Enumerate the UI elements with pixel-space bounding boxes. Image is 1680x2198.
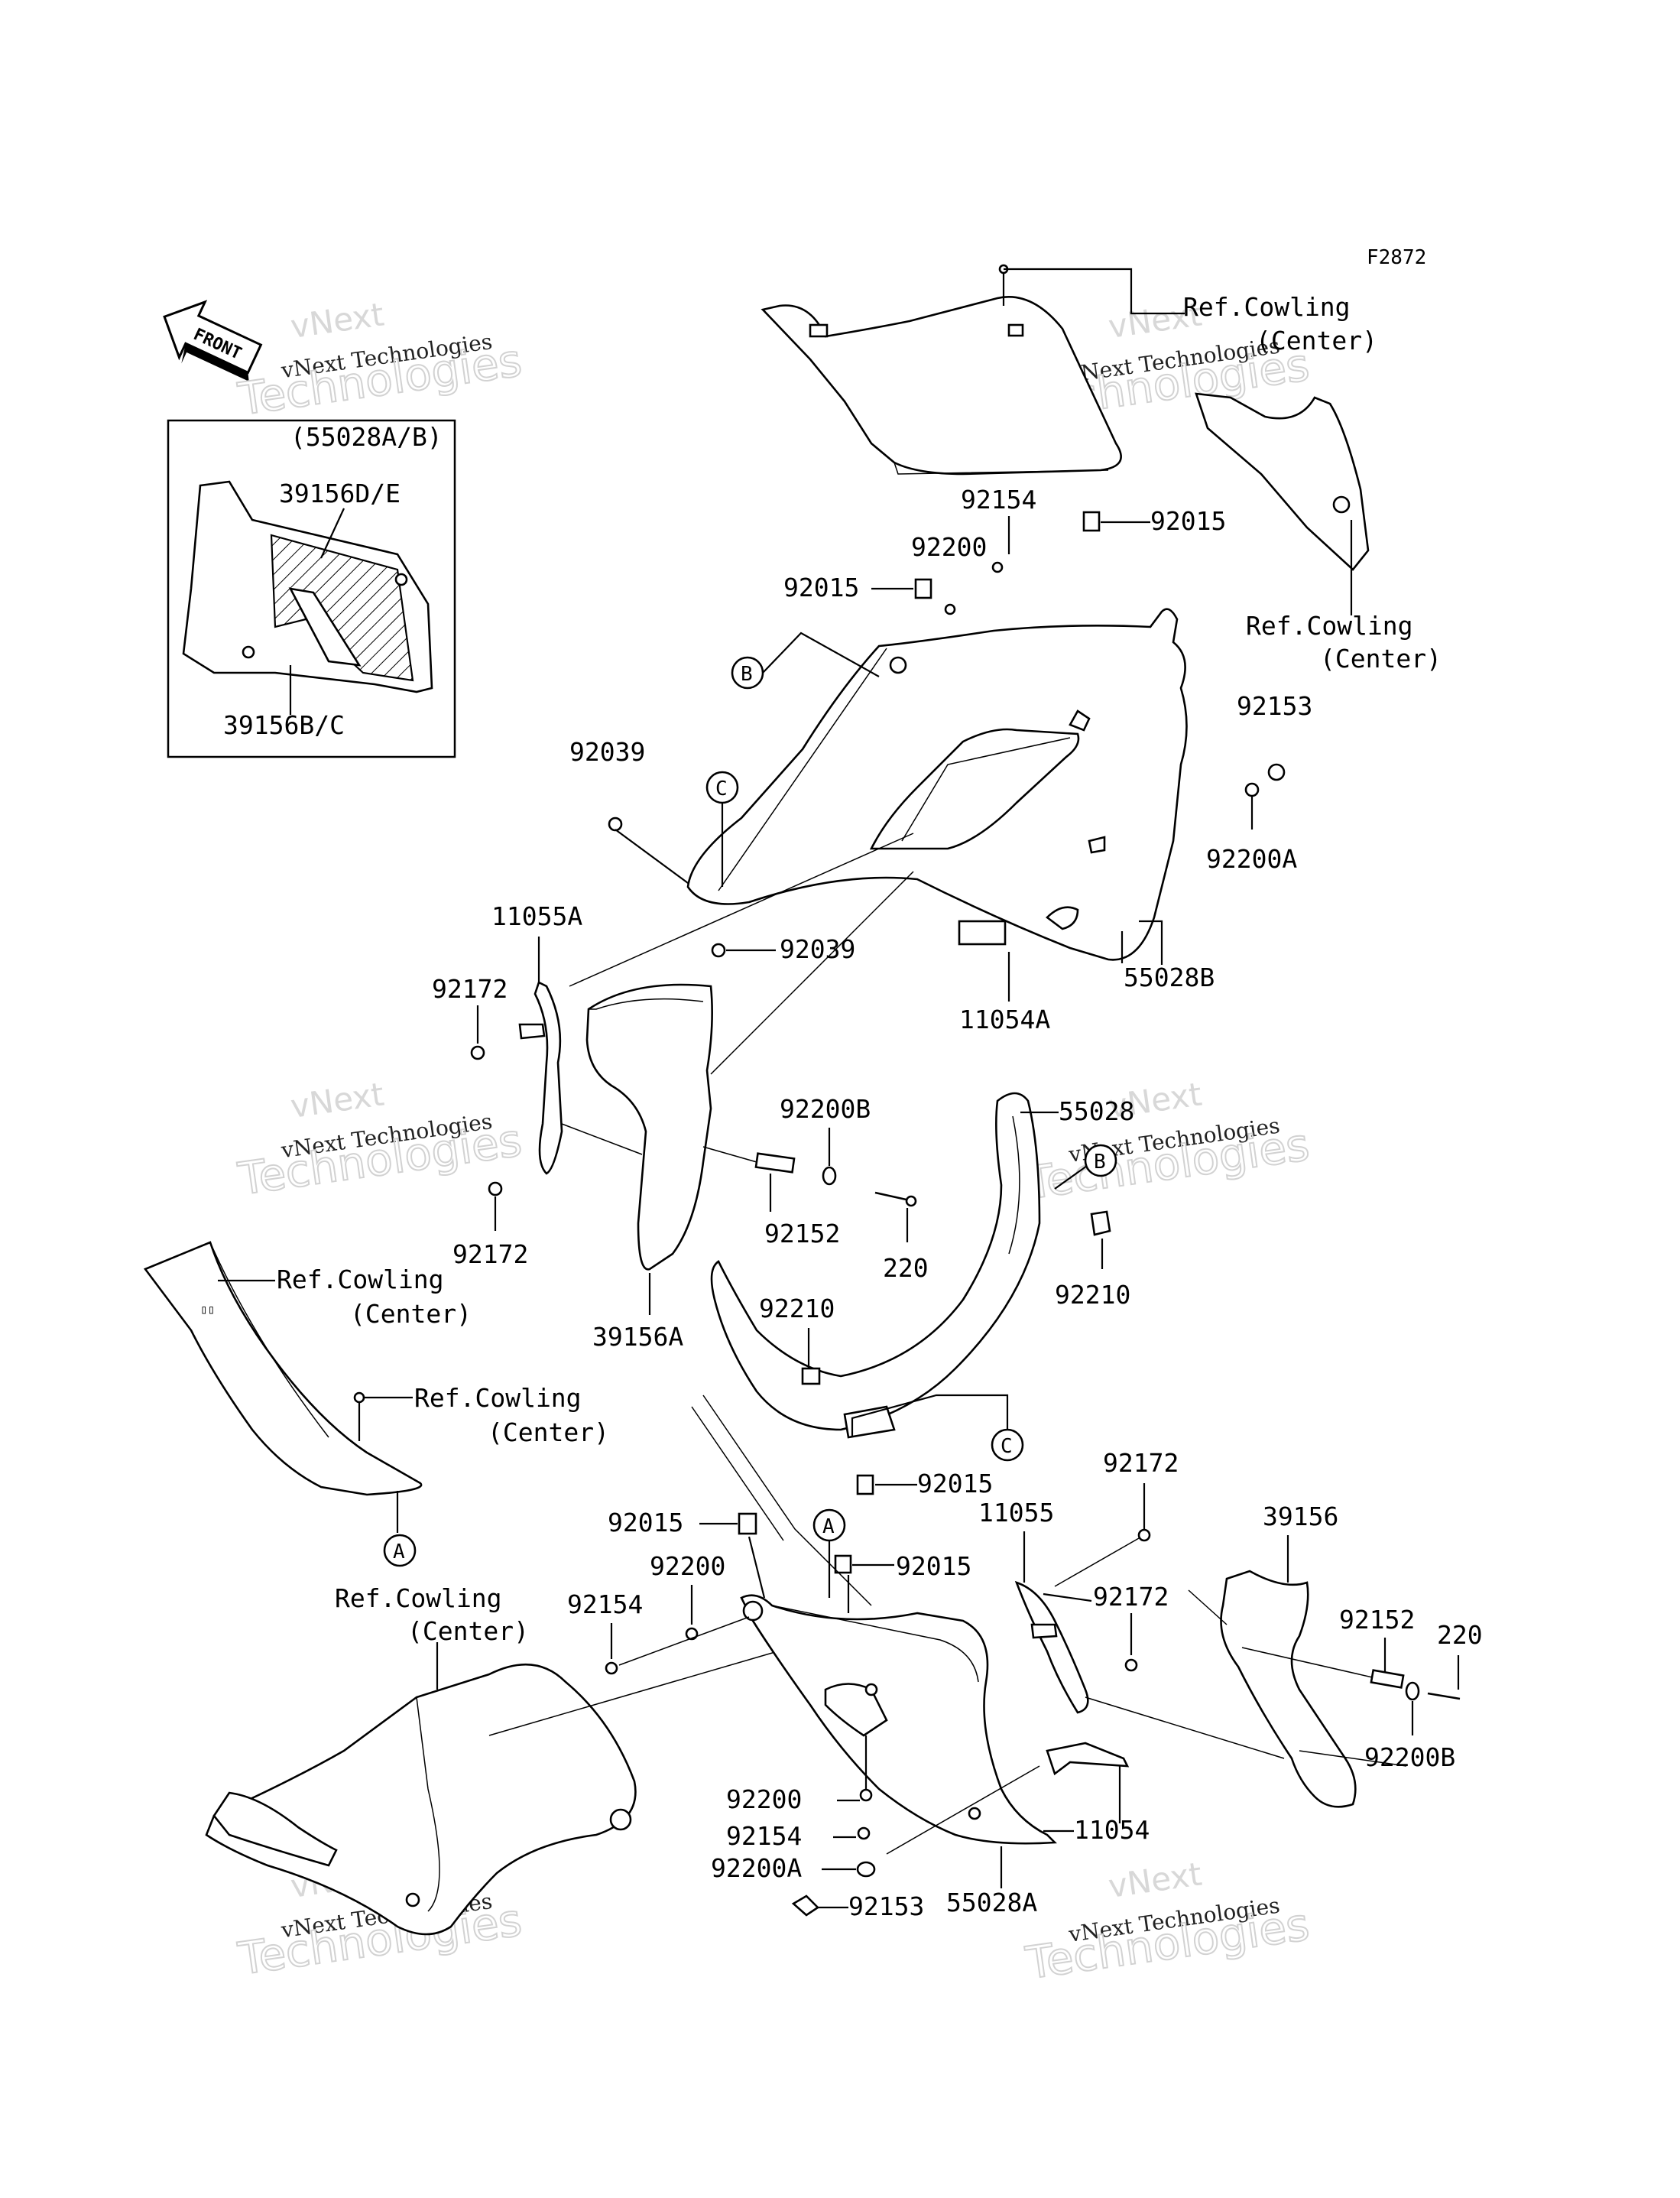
label-92039-a: 92039	[569, 737, 645, 767]
bracket-11054	[1046, 1742, 1130, 1776]
bracket-11055A	[534, 981, 563, 1175]
label-220-b: 220	[1437, 1620, 1483, 1650]
label-220-a: 220	[883, 1253, 929, 1283]
ref-cowling-label-5: Ref.Cowling	[335, 1583, 502, 1613]
ref-cowling-center-left: ▯▯	[143, 1241, 423, 1496]
fairing-55028A	[740, 1594, 1057, 1845]
watermark-bottom-right: vNext vNext Technologies Technologies	[1022, 1855, 1313, 1990]
ref-cowling-center-label-3: (Center)	[350, 1299, 472, 1329]
label-92172-d: 92172	[1093, 1582, 1169, 1612]
label-92172-b: 92172	[452, 1239, 528, 1269]
label-92172-c: 92172	[1103, 1448, 1179, 1478]
label-92152-a: 92152	[764, 1219, 840, 1248]
svg-text:A: A	[822, 1515, 835, 1538]
label-39156A: 39156A	[592, 1322, 683, 1352]
ref-cowling-center-right	[1195, 392, 1370, 615]
label-11054: 11054	[1074, 1815, 1150, 1845]
inner-panel-55028	[710, 1092, 1041, 1439]
svg-text:C: C	[715, 778, 728, 800]
label-92200A-b: 92200A	[711, 1853, 802, 1883]
ref-cowling-label-1: Ref.Cowling	[1183, 292, 1351, 322]
label-92154-b: 92154	[567, 1589, 643, 1619]
ref-cowling-center-bottom	[205, 1663, 637, 1936]
clip-92015-top	[1082, 511, 1101, 532]
duct-39156	[1220, 1570, 1357, 1808]
ref-cowling-center-label-4: (Center)	[488, 1417, 609, 1447]
callout-A-left	[383, 1534, 417, 1567]
inset-label-top: 39156D/E	[279, 479, 401, 508]
watermark-mid-right: vNext vNext Technologies Technologies	[1022, 1075, 1313, 1210]
label-55028A: 55028A	[946, 1888, 1037, 1917]
ref-cowling-center-label-2: (Center)	[1320, 644, 1442, 674]
callout-B-mid	[1084, 1144, 1117, 1177]
figure-code: F2872	[1367, 246, 1426, 269]
label-92015-b: 92015	[783, 573, 859, 602]
ref-cowling-center-top	[761, 264, 1122, 476]
label-92153-a: 92153	[1237, 691, 1312, 721]
inset-label-bottom: 39156B/C	[223, 710, 345, 740]
label-55028B: 55028B	[1124, 963, 1215, 992]
label-92210-b: 92210	[1055, 1280, 1130, 1310]
ref-cowling-label-2: Ref.Cowling	[1246, 611, 1413, 641]
ref-cowling-label-4: Ref.Cowling	[414, 1383, 582, 1413]
ref-cowling-label-3: Ref.Cowling	[277, 1265, 444, 1294]
callout-C-bottom	[991, 1428, 1024, 1462]
label-92152-b: 92152	[1339, 1605, 1415, 1635]
svg-text:C: C	[1001, 1435, 1013, 1458]
svg-text:▯▯: ▯▯	[200, 1302, 215, 1317]
svg-text:B: B	[741, 663, 753, 686]
svg-text:vNext: vNext	[1106, 1855, 1204, 1905]
label-92154-a: 92154	[961, 485, 1036, 515]
label-92172-a: 92172	[432, 974, 508, 1004]
label-92200B-b: 92200B	[1364, 1742, 1455, 1772]
label-92039-b: 92039	[780, 934, 855, 964]
label-92015-a: 92015	[1150, 506, 1226, 536]
bracket-11055	[1014, 1580, 1089, 1714]
watermark-mid-left: vNext vNext Technologies Technologies	[234, 1075, 525, 1206]
label-92154-c: 92154	[726, 1821, 802, 1851]
watermark-top-left: vNext vNext Technologies Technologies	[234, 295, 525, 426]
label-11054A: 11054A	[959, 1005, 1050, 1034]
svg-text:B: B	[1094, 1151, 1106, 1174]
label-11055A: 11055A	[491, 901, 582, 931]
label-92210-a: 92210	[759, 1294, 835, 1323]
inset-header: (55028A/B)	[290, 422, 443, 452]
label-92200B-a: 92200B	[780, 1094, 871, 1124]
label-92200-b: 92200	[650, 1551, 725, 1581]
label-92015-e: 92015	[896, 1551, 971, 1581]
inset-box: (55028A/B) 39156D/E 39156B/C	[167, 419, 456, 758]
label-92015-c: 92015	[917, 1469, 993, 1498]
ref-cowling-center-label-5: (Center)	[407, 1616, 529, 1646]
inset-hatched-panel	[270, 534, 414, 682]
label-92153-b: 92153	[848, 1891, 924, 1921]
svg-text:A: A	[393, 1541, 405, 1563]
duct-39156A	[585, 983, 713, 1271]
label-92015-d: 92015	[608, 1508, 683, 1537]
fairing-55028B	[686, 608, 1188, 961]
label-92200-a: 92200	[911, 532, 987, 562]
label-55028: 55028	[1059, 1096, 1134, 1126]
label-92200A-a: 92200A	[1206, 844, 1297, 874]
svg-text:vNext: vNext	[288, 1075, 386, 1125]
ref-cowling-center-label-1: (Center)	[1256, 326, 1377, 356]
label-92200-c: 92200	[726, 1784, 802, 1814]
label-39156: 39156	[1263, 1502, 1338, 1531]
label-11055: 11055	[978, 1498, 1054, 1528]
svg-text:vNext: vNext	[288, 295, 386, 346]
